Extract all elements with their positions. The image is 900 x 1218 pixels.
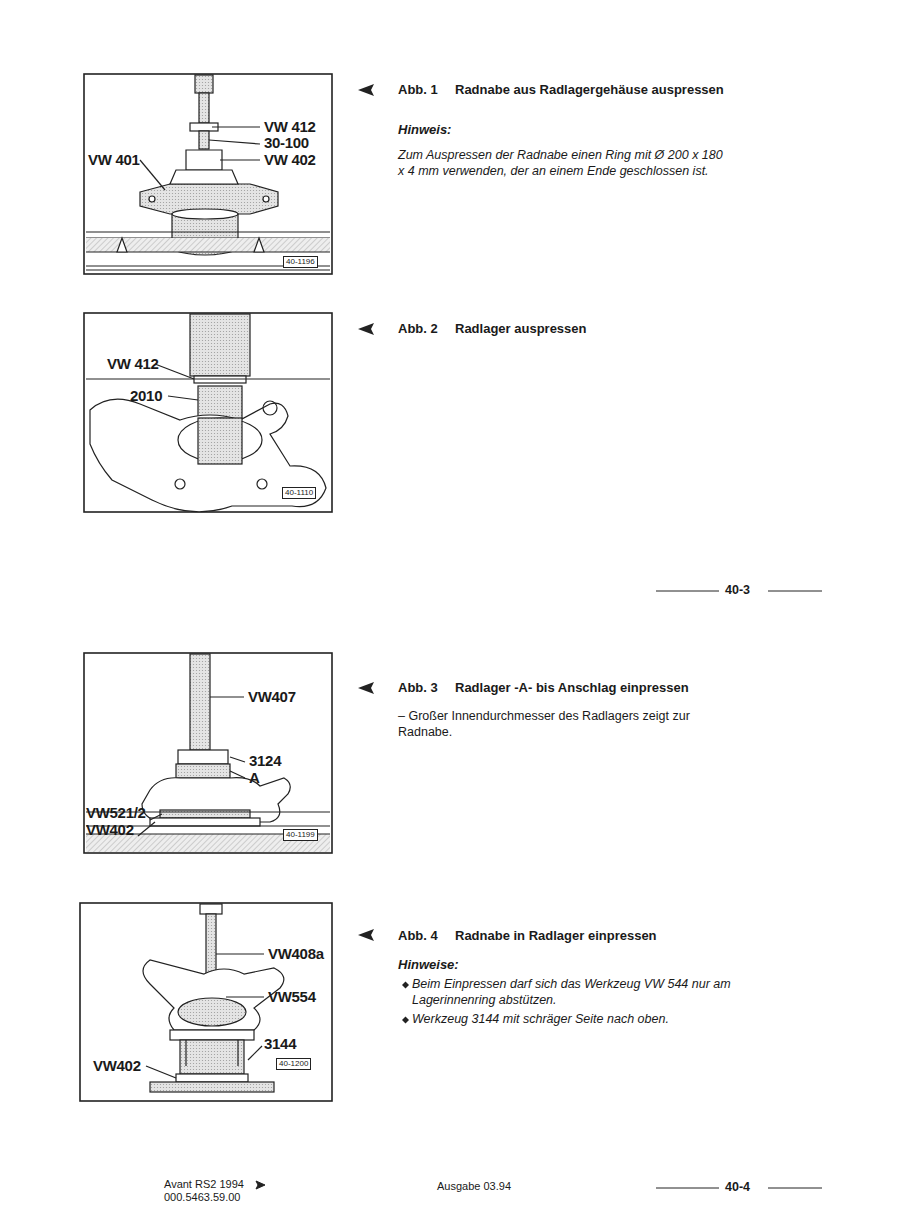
text-label: – Großer Innendurchmesser des Radlagers …: [398, 708, 733, 741]
text-label: 40-4: [725, 1180, 750, 1195]
figure-3: [84, 653, 332, 853]
text-label: 40-3: [725, 583, 750, 598]
callout-label: 2010: [130, 387, 162, 405]
callout-label: VW 412: [264, 118, 316, 136]
text-label: Radnabe aus Radlagergehäuse auspressen: [455, 82, 725, 98]
text-label: Radnabe in Radlager einpressen: [455, 928, 657, 944]
text-label: Zum Auspressen der Radnabe einen Ring mi…: [398, 147, 728, 180]
text-label: Hinweis:: [398, 122, 451, 138]
text-label: Radlager auspressen: [455, 321, 587, 337]
text-label: Beim Einpressen darf sich das Werkzeug V…: [412, 976, 732, 1009]
text-label: Ausgabe 03.94: [437, 1180, 511, 1193]
callout-label: VW554: [268, 988, 316, 1006]
text-label: Abb. 3: [398, 680, 438, 696]
callout-label: VW408a: [268, 945, 324, 963]
caption-arrows: [358, 84, 374, 941]
text-label: Werkzeug 3144 mit schräger Seite nach ob…: [412, 1011, 732, 1027]
bullet-diamonds: [402, 982, 409, 1024]
figure-2: [84, 313, 332, 512]
callout-label: VW 401: [88, 151, 140, 169]
text-label: Abb. 2: [398, 321, 438, 337]
callout-label: VW402: [86, 821, 134, 839]
figure-number: 40-1110: [282, 487, 316, 499]
text-label: Abb. 1: [398, 82, 438, 98]
callout-label: 30-100: [264, 134, 309, 152]
callout-label: 3144: [264, 1035, 296, 1053]
callout-label: VW521/2: [86, 804, 146, 822]
callout-label: VW 402: [264, 151, 316, 169]
figure-1: [84, 74, 332, 274]
text-label: Abb. 4: [398, 928, 438, 944]
callout-label: VW 412: [107, 355, 159, 373]
figure-number: 40-1200: [276, 1058, 311, 1070]
callout-label: 3124: [249, 752, 281, 770]
callout-label: VW407: [248, 688, 296, 706]
callout-label: VW402: [93, 1057, 141, 1075]
figure-number: 40-1196: [283, 256, 318, 268]
text-label: 000.5463.59.00: [164, 1191, 240, 1204]
text-label: Avant RS2 1994: [164, 1178, 244, 1191]
figure-number: 40-1199: [283, 829, 318, 841]
text-label: Radlager -A- bis Anschlag einpressen: [455, 680, 689, 696]
callout-label: A: [249, 769, 260, 787]
text-label: Hinweise:: [398, 957, 459, 973]
figure-4: [80, 903, 332, 1101]
